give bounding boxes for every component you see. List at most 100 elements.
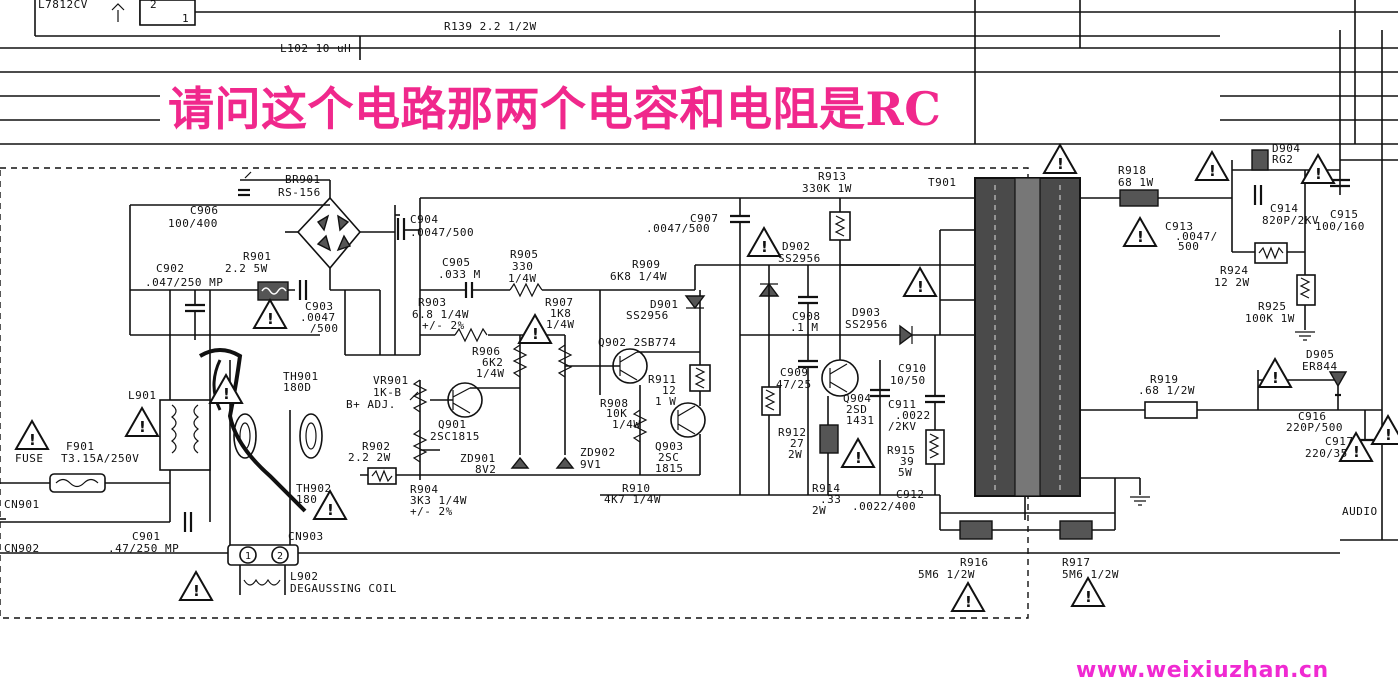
warning-triangle-icon (1257, 356, 1293, 388)
label-r903-value2: +/- 2% (422, 319, 465, 332)
label-r919: R919 (1150, 373, 1179, 386)
label-f901-value: T3.15A/250V (61, 452, 139, 465)
label-r907-value: 1K8 (550, 307, 571, 320)
warning-exclamation-icon: ! (1209, 162, 1216, 180)
label-d903-value: SS2956 (845, 318, 888, 331)
warning-triangle-icon (1122, 215, 1158, 247)
label-cn903-pin1: 1 (245, 551, 252, 562)
q904-section (600, 229, 975, 496)
warning-exclamation-icon: ! (1353, 443, 1360, 461)
label-f901: F901 (66, 440, 95, 453)
label-r918: R918 (1118, 164, 1147, 177)
label-c903-value: .0047 (300, 311, 336, 324)
label-c905-value: .033 M (438, 268, 481, 281)
label-r918-value: 68 1W (1118, 176, 1154, 189)
label-r913-value: 330K 1W (802, 182, 852, 195)
label-d901: D901 (650, 298, 679, 311)
label-c917-value: 220/35 (1305, 447, 1348, 460)
label-r915-value: 39 (900, 455, 914, 468)
warning-exclamation-icon: ! (1085, 588, 1092, 606)
warning-triangle-icon (840, 436, 876, 468)
warning-exclamation-icon: ! (1315, 165, 1322, 183)
label-r906-value2: 1/4W (476, 367, 505, 380)
label-r906: R906 (472, 345, 501, 358)
label-cn903-pin2: 2 (277, 551, 284, 562)
warning-triangle-icon (517, 312, 553, 344)
label-r925: R925 (1258, 300, 1287, 313)
label-fuse: FUSE (15, 452, 44, 465)
label-r902: R902 (362, 440, 391, 453)
warning-exclamation-icon: ! (223, 385, 230, 403)
label-c912-value: .0022/400 (852, 500, 916, 513)
b-plus-rail (419, 197, 975, 495)
label-c911-value: .0022 (895, 409, 931, 422)
label-zd901: ZD901 (460, 452, 496, 465)
label-c909-value: 47/25 (776, 378, 812, 391)
label-d905-value: ER844 (1302, 360, 1338, 373)
diode-section (684, 265, 975, 495)
label-cn902: CN902 (4, 542, 40, 555)
label-l901: L901 (128, 389, 157, 402)
label-zd901-value: 8V2 (475, 463, 496, 476)
label-audio: AUDIO (1342, 505, 1378, 518)
top-label-pin1: 1 (182, 12, 189, 25)
label-d904-value: RG2 (1272, 153, 1293, 166)
label-c911-value2: /2KV (888, 420, 917, 433)
label-d902: D902 (782, 240, 811, 253)
label-c901-value: .47/250 MP (108, 542, 179, 555)
bridge-rectifier (235, 171, 420, 356)
label-r908: R908 (600, 397, 629, 410)
label-r911-value: 12 (662, 384, 676, 397)
label-vr901: VR901 (373, 374, 409, 387)
label-q901: Q901 (438, 418, 467, 431)
label-d904: D904 (1272, 142, 1301, 155)
label-r904-value2: +/- 2% (410, 505, 453, 518)
label-c908: C908 (792, 310, 821, 323)
warning-triangle-icon (1194, 149, 1230, 181)
top-wiring (0, 0, 1398, 540)
label-r905: R905 (510, 248, 539, 261)
warning-exclamation-icon: ! (327, 501, 334, 519)
label-c904-value: .0047/500 (410, 226, 474, 239)
warning-exclamation-icon: ! (965, 593, 972, 611)
label-c901: C901 (132, 530, 161, 543)
label-c910: C910 (898, 362, 927, 375)
label-r902-value: 2.2 2W (348, 451, 391, 464)
label-r904-value: 3K3 1/4W (410, 494, 467, 507)
label-q904-value2: 1431 (846, 414, 875, 427)
label-c914: C914 (1270, 202, 1299, 215)
warning-exclamation-icon: ! (267, 310, 274, 328)
warning-exclamation-icon: ! (1272, 369, 1279, 387)
label-zd902-value: 9V1 (580, 458, 601, 471)
warning-triangle-icon (1370, 413, 1398, 445)
label-c913-value2: 500 (1178, 240, 1199, 253)
label-r903-value: 6.8 1/4W (412, 308, 469, 321)
warning-triangle-icon (1300, 152, 1336, 184)
label-q904-value: 2SD (846, 403, 867, 416)
warning-triangle-icon (746, 225, 782, 257)
label-r917: R917 (1062, 556, 1091, 569)
label-t901: T901 (928, 176, 957, 189)
label-d905: D905 (1306, 348, 1335, 361)
warning-triangle-icon (252, 297, 288, 329)
question-overlay: 请问这个电路那两个电容和电阻是RC (168, 82, 941, 136)
label-r924-value: 12 2W (1214, 276, 1250, 289)
watermark-text: www.weixiuzhan.cn (1076, 658, 1329, 683)
label-r917-value: 5M6 1/2W (1062, 568, 1119, 581)
board-boundary (0, 167, 1029, 619)
label-d902-value: SS2956 (778, 252, 821, 265)
label-r909-value: 6K8 1/4W (610, 270, 667, 283)
label-th901-value: 180D (283, 381, 312, 394)
label-c914-value: 820P/2KV (1262, 214, 1319, 227)
label-r908-value: 10K (606, 407, 627, 420)
label-th902: TH902 (296, 482, 332, 495)
label-r912-value2: 2W (788, 448, 802, 461)
label-r915-value2: 5W (898, 466, 912, 479)
label-cn901: CN901 (4, 498, 40, 511)
label-r912-value: 27 (790, 437, 804, 450)
transformer-t901 (939, 177, 1150, 540)
label-q903-value: 2SC (658, 451, 679, 464)
label-r925-value: 100K 1W (1245, 312, 1295, 325)
label-r910-value: 4K7 1/4W (604, 493, 661, 506)
